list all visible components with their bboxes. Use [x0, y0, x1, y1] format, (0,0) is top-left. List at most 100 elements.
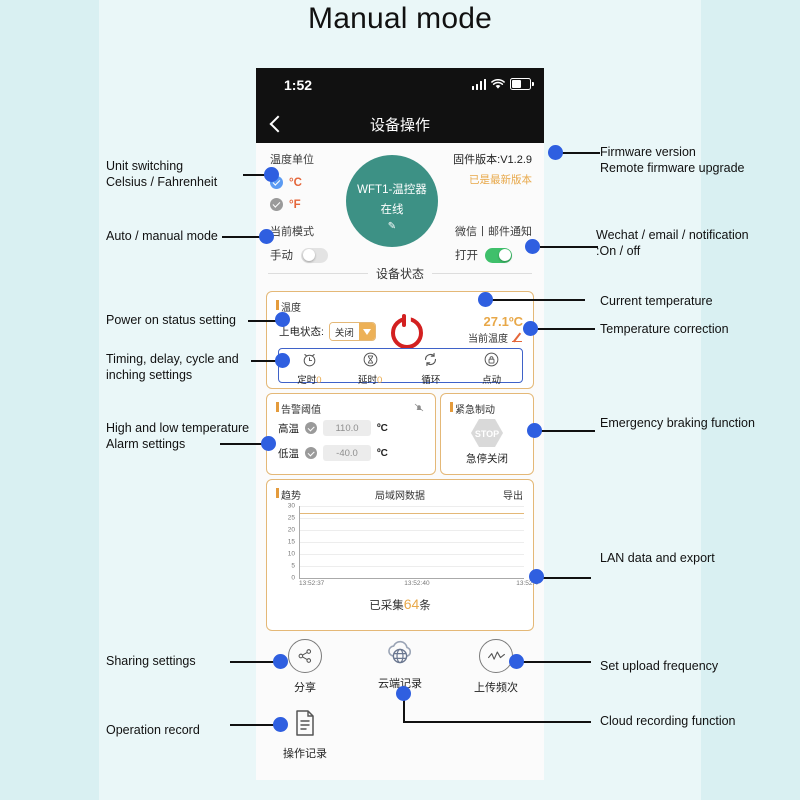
- annotation-notification: Wechat / email / notification :On / off: [596, 228, 749, 258]
- chart-gridline: [300, 542, 524, 543]
- action-share-label: 分享: [294, 682, 316, 694]
- waveform-icon: [479, 639, 513, 673]
- device-status-circle[interactable]: WFT1-温控器 在线 ✎: [346, 155, 438, 247]
- leader-line-sharing: [230, 661, 280, 663]
- unit-fahrenheit-label: °F: [289, 198, 301, 211]
- chart-y-tick: 15: [287, 538, 295, 546]
- leader-line-timing: [251, 360, 287, 362]
- divider-line-right: [432, 273, 533, 274]
- alarm-low-label: 低温: [278, 447, 299, 460]
- unit-celsius-label: °C: [289, 176, 302, 189]
- chart-y-tick: 20: [287, 526, 295, 534]
- notification-section: 微信丨邮件通知 打开: [455, 223, 532, 263]
- action-cloud-record[interactable]: 云端记录: [365, 637, 435, 691]
- action-share[interactable]: 分享: [270, 639, 340, 695]
- firmware-section[interactable]: 固件版本:V1.2.9 已是最新版本: [453, 151, 532, 187]
- leader-line-cloud-h: [403, 721, 591, 723]
- annotation-emergency-brake: Emergency braking function: [600, 416, 755, 430]
- current-temperature-row: 当前温度: [468, 330, 523, 345]
- collected-count-text: 已采集64条: [267, 596, 533, 613]
- callout-dot-sharing: [273, 654, 288, 669]
- notification-label: 打开: [455, 250, 478, 262]
- function-timer[interactable]: 定时0: [279, 349, 340, 386]
- checkbox-checked-icon[interactable]: [305, 447, 317, 459]
- emergency-label: 急停关闭: [466, 453, 508, 465]
- callout-dot-current-temp: [478, 292, 493, 307]
- divider-line-left: [268, 273, 368, 274]
- notification-title: 微信丨邮件通知: [455, 226, 532, 238]
- unit-option-fahrenheit[interactable]: °F: [270, 198, 314, 211]
- annotation-current-temperature: Current temperature: [600, 294, 713, 308]
- function-delay-count: 0: [376, 375, 383, 386]
- temperature-card-title: 温度: [276, 299, 301, 314]
- svg-text:STOP: STOP: [475, 429, 499, 439]
- temperature-card: 温度 上电状态: 关闭 27.1ºC 当前温度: [266, 291, 534, 389]
- export-button[interactable]: 导出: [503, 491, 523, 502]
- annotation-firmware: Firmware version Remote firmware upgrade: [600, 145, 745, 175]
- function-timer-label: 定时: [297, 375, 317, 386]
- checkbox-checked-icon[interactable]: [305, 422, 317, 434]
- leader-line-mode: [222, 236, 267, 238]
- mode-label: 手动: [270, 250, 293, 262]
- background-left-band: [0, 0, 99, 800]
- collected-prefix: 已采集: [369, 600, 404, 612]
- divider-label: 设备状态: [376, 267, 425, 281]
- wifi-icon: [491, 78, 505, 89]
- status-bar-icons: [471, 78, 534, 90]
- mode-toggle-row[interactable]: 手动: [270, 247, 328, 263]
- chart-y-tick: 10: [287, 550, 295, 558]
- alarm-low-unit: ºC: [377, 447, 388, 459]
- leader-line-lan: [543, 577, 591, 579]
- bell-muted-icon[interactable]: [412, 402, 426, 414]
- function-cycle[interactable]: 循环: [401, 349, 462, 386]
- nav-bar: 设备操作: [256, 105, 544, 143]
- nav-title: 设备操作: [369, 117, 430, 134]
- alarm-high-input[interactable]: 110.0: [323, 420, 371, 436]
- pencil-icon[interactable]: [512, 332, 523, 343]
- chart-gridline: [300, 554, 524, 555]
- radio-unchecked-icon: [270, 198, 283, 211]
- power-on-dropdown[interactable]: 关闭: [328, 322, 376, 341]
- leader-line-record: [230, 724, 280, 726]
- cycle-icon: [425, 352, 437, 367]
- signal-icon: [471, 78, 486, 90]
- document-icon: [289, 707, 321, 739]
- power-ring: [391, 317, 423, 349]
- mode-toggle[interactable]: [301, 247, 328, 263]
- notification-toggle[interactable]: [485, 247, 512, 263]
- unit-switch-section: 温度单位 °C °F: [270, 151, 314, 211]
- function-delay-label: 延时: [357, 375, 377, 386]
- leader-line-current-temp: [490, 299, 585, 301]
- alarm-low-input[interactable]: -40.0: [323, 445, 371, 461]
- function-cycle-label: 循环: [421, 375, 441, 386]
- chart-x-tick: 13:52:37: [299, 580, 325, 587]
- alarm-high-unit: ºC: [377, 422, 388, 434]
- annotation-lan-data: LAN data and export: [600, 551, 715, 565]
- lock-icon: [484, 352, 499, 367]
- chevron-down-icon[interactable]: [358, 323, 375, 340]
- function-delay[interactable]: 延时0: [340, 349, 401, 386]
- callout-dot-alarm: [261, 436, 276, 451]
- collected-count: 64: [403, 596, 420, 612]
- callout-dot-unit: [264, 167, 279, 182]
- action-cloud-label: 云端记录: [378, 678, 422, 690]
- function-inching[interactable]: 点动: [461, 349, 522, 386]
- action-upload-label: 上传频次: [474, 682, 518, 694]
- hourglass-icon: [363, 352, 377, 367]
- function-button-row: 定时0 延时0 循环: [278, 348, 523, 386]
- chart-gridline: [300, 506, 524, 507]
- device-status-divider: 设备状态: [268, 265, 533, 282]
- callout-dot-timing: [275, 353, 290, 368]
- annotation-power-on-status: Power on status setting: [106, 313, 236, 327]
- emergency-card-title: 紧急制动: [450, 401, 495, 416]
- power-button-icon[interactable]: [391, 314, 423, 349]
- leader-line-emergency: [541, 430, 595, 432]
- action-operation-record[interactable]: 操作记录: [270, 707, 340, 761]
- stop-sign-icon[interactable]: STOP: [470, 418, 504, 453]
- function-inching-label: 点动: [482, 375, 502, 386]
- callout-dot-temp-correction: [523, 321, 538, 336]
- edit-square-icon[interactable]: ✎: [387, 221, 397, 232]
- notification-toggle-row[interactable]: 打开: [455, 247, 532, 263]
- firmware-version: 固件版本:V1.2.9: [453, 154, 532, 166]
- battery-icon: [510, 78, 534, 90]
